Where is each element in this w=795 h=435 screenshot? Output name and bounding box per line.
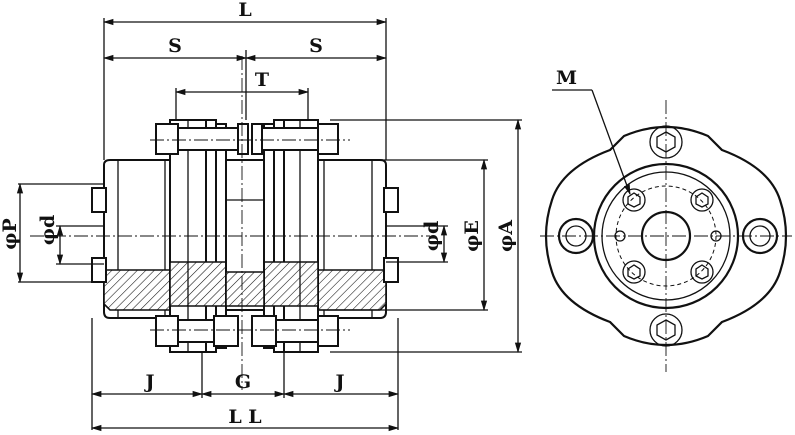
inner-bolt-4 bbox=[690, 260, 714, 284]
dim-phiP: φP bbox=[0, 218, 21, 249]
dim-T: T bbox=[255, 69, 269, 91]
dim-phiA: φA bbox=[495, 220, 517, 252]
upper-bolts bbox=[155, 123, 339, 155]
front-view: L S S T J G J L L φP φd φd φE φA bbox=[0, 0, 522, 432]
right-hub bbox=[317, 159, 399, 319]
dim-G: G bbox=[235, 371, 251, 393]
side-outer-profile bbox=[544, 125, 788, 347]
dim-J-right: J bbox=[334, 371, 345, 393]
dim-S-right: S bbox=[309, 35, 323, 57]
dim-LL: L L bbox=[228, 406, 261, 428]
label-M: M bbox=[556, 67, 577, 89]
dim-phid-left: φd bbox=[37, 215, 59, 245]
dim-L: L bbox=[238, 0, 251, 21]
inner-bolt-3 bbox=[622, 260, 646, 284]
dim-phiE: φE bbox=[461, 220, 483, 252]
inner-bolt-2 bbox=[690, 188, 714, 212]
dim-J-left: J bbox=[144, 371, 155, 393]
side-view: M bbox=[540, 67, 792, 372]
inner-bolt-1 bbox=[622, 188, 646, 212]
center-spacer bbox=[225, 159, 265, 311]
dim-S-left: S bbox=[168, 35, 182, 57]
dim-phid-right: φd bbox=[421, 221, 443, 251]
lower-bolts bbox=[155, 315, 339, 347]
